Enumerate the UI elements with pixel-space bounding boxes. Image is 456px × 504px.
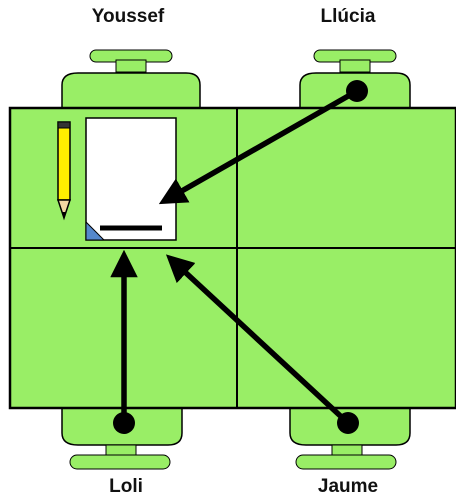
arrow-from-loli bbox=[110, 249, 138, 434]
chair-youssef bbox=[61, 49, 201, 108]
name-llucia: Llúcia bbox=[320, 6, 376, 27]
table bbox=[8, 106, 456, 410]
pencil-icon bbox=[56, 121, 72, 221]
paper-sheet-icon bbox=[85, 117, 177, 241]
name-youssef: Youssef bbox=[91, 6, 165, 27]
arrow-from-jaume bbox=[165, 254, 359, 434]
arrow-from-llucia bbox=[158, 80, 368, 205]
name-loli: Loli bbox=[109, 476, 143, 497]
name-jaume: Jaume bbox=[317, 476, 379, 497]
